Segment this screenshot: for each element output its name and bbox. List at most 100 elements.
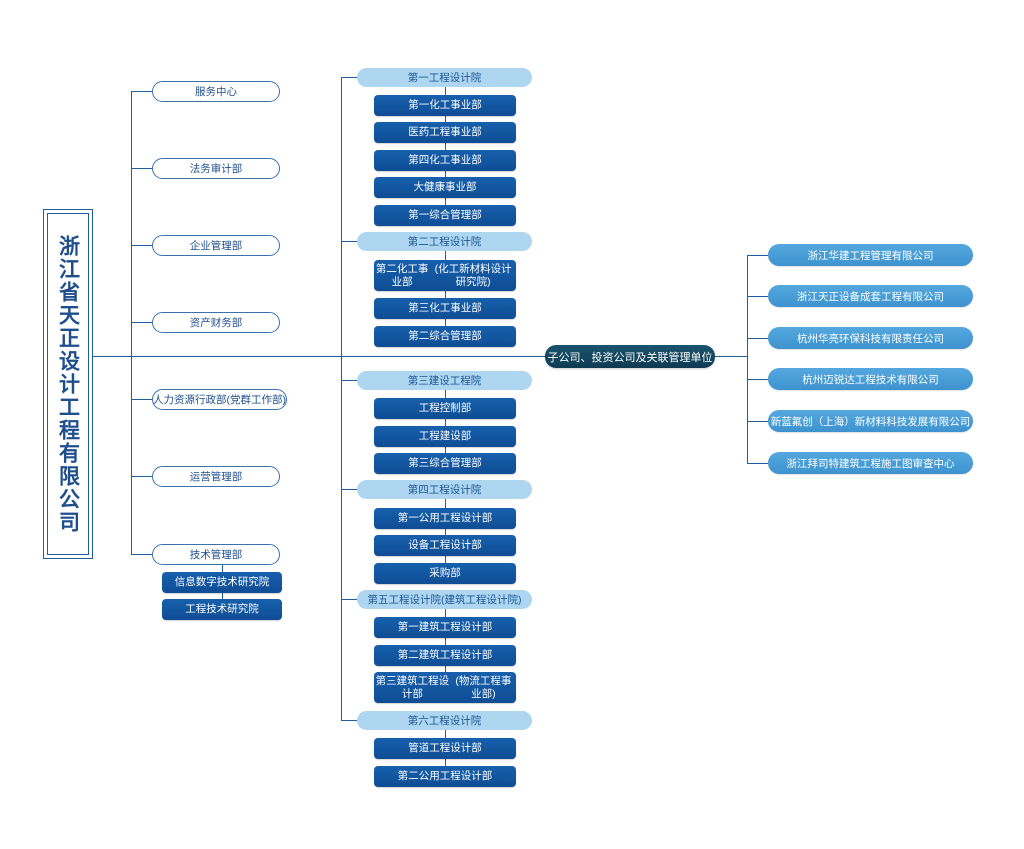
subsidiary-company-box[interactable]: 浙江天正设备成套工程有限公司 xyxy=(768,285,973,307)
division-child-box[interactable]: 医药工程事业部 xyxy=(374,122,516,143)
left-stub-1 xyxy=(131,168,152,169)
middle-stub-4 xyxy=(341,599,357,600)
left-institute-link-0 xyxy=(222,565,223,572)
division-header-box[interactable]: 第五工程设计院(建筑工程设计院) xyxy=(357,590,532,609)
left-department-box[interactable]: 运营管理部 xyxy=(152,466,280,487)
box-label: 浙江天正设备成套工程有限公司 xyxy=(797,290,944,303)
left-stub-4 xyxy=(131,399,152,400)
division-child-box[interactable]: 第二化工事业部(化工新材料设计研究院) xyxy=(374,260,516,291)
box-label: 运营管理部 xyxy=(189,471,243,483)
division-child-box[interactable]: 第一建筑工程设计部 xyxy=(374,617,516,638)
box-label: 企业管理部 xyxy=(189,240,243,252)
box-line: 第三建筑工程设计部 xyxy=(375,674,450,700)
box-label: 第二建筑工程设计部 xyxy=(397,649,493,662)
box-label: 杭州华亮环保科技有限责任公司 xyxy=(797,332,944,345)
box-label: 资产财务部 xyxy=(189,317,243,329)
left-department-box[interactable]: 企业管理部 xyxy=(152,235,280,256)
subsidiary-company-box[interactable]: 杭州迈锐达工程技术有限公司 xyxy=(768,368,973,390)
box-line: (化工新材料设计研究院) xyxy=(434,262,512,288)
box-line: (物流工程事业部) xyxy=(455,674,512,700)
division-child-box[interactable]: 第一化工事业部 xyxy=(374,95,516,116)
left-department-box[interactable]: 法务审计部 xyxy=(152,158,280,179)
left-stub-2 xyxy=(131,245,152,246)
box-label: 第三化工事业部 xyxy=(408,302,482,315)
left-stub-5 xyxy=(131,476,152,477)
box-label: 设备工程设计部 xyxy=(408,539,482,552)
box-label: 工程建设部 xyxy=(418,430,472,443)
box-label: 法务审计部 xyxy=(189,163,243,175)
right-stub-5 xyxy=(747,463,768,464)
division-child-box[interactable]: 第二综合管理部 xyxy=(374,326,516,347)
left-department-box[interactable]: 资产财务部 xyxy=(152,312,280,333)
left-trunk-vertical xyxy=(131,91,132,555)
division-child-box[interactable]: 工程建设部 xyxy=(374,426,516,447)
left-department-box[interactable]: 服务中心 xyxy=(152,81,280,102)
right-trunk-vertical xyxy=(747,255,748,463)
box-label: 第二工程设计院 xyxy=(407,236,482,248)
left-stub-3 xyxy=(131,322,152,323)
right-stub-0 xyxy=(747,255,768,256)
division-child-box[interactable]: 第一公用工程设计部 xyxy=(374,508,516,529)
division-header-box[interactable]: 第三建设工程院 xyxy=(357,371,532,390)
subsidiary-company-box[interactable]: 浙江拜司特建筑工程施工图审查中心 xyxy=(768,452,973,474)
box-label: 技术管理部 xyxy=(189,549,243,561)
box-label: 杭州迈锐达工程技术有限公司 xyxy=(802,373,939,386)
division-child-box[interactable]: 第二建筑工程设计部 xyxy=(374,645,516,666)
root-company-title: 浙江省天正设计工程有限公司 xyxy=(56,234,80,534)
division-header-box[interactable]: 第二工程设计院 xyxy=(357,232,532,251)
middle-child-link-0-0 xyxy=(445,87,446,95)
division-child-box[interactable]: 第三建筑工程设计部(物流工程事业部) xyxy=(374,672,516,703)
left-institute-box[interactable]: 信息数字技术研究院 xyxy=(162,572,282,593)
left-institute-box[interactable]: 工程技术研究院 xyxy=(162,599,282,620)
middle-child-link-4-0 xyxy=(445,609,446,617)
spine-main-horizontal xyxy=(92,356,545,357)
left-department-box[interactable]: 人力资源行政部(党群工作部) xyxy=(152,389,287,410)
subsidiary-company-box[interactable]: 浙江华建工程管理有限公司 xyxy=(768,244,973,266)
subsidiary-company-box[interactable]: 杭州华亮环保科技有限责任公司 xyxy=(768,327,973,349)
box-label: 人力资源行政部(党群工作部) xyxy=(153,394,286,406)
box-label: 信息数字技术研究院 xyxy=(174,576,270,589)
box-line: 第二化工事业部 xyxy=(375,262,429,288)
box-label: 第一工程设计院 xyxy=(407,72,482,84)
middle-child-link-0-3 xyxy=(445,171,446,177)
division-child-box[interactable]: 第三综合管理部 xyxy=(374,453,516,474)
middle-child-link-4-1 xyxy=(445,638,446,645)
hub-to-right-connector xyxy=(715,356,748,357)
subsidiary-company-box[interactable]: 新蓝氟创（上海）新材料科技发展有限公司 xyxy=(768,410,973,432)
box-label: 医药工程事业部 xyxy=(408,126,482,139)
division-child-box[interactable]: 第二公用工程设计部 xyxy=(374,766,516,787)
division-child-box[interactable]: 工程控制部 xyxy=(374,398,516,419)
hub-node[interactable]: 子公司、投资公司及关联管理单位 xyxy=(545,345,715,368)
division-header-box[interactable]: 第一工程设计院 xyxy=(357,68,532,87)
middle-child-link-3-2 xyxy=(445,556,446,563)
middle-child-link-3-1 xyxy=(445,529,446,535)
division-child-box[interactable]: 第一综合管理部 xyxy=(374,205,516,226)
middle-trunk-vertical xyxy=(341,77,342,721)
division-child-box[interactable]: 采购部 xyxy=(374,563,516,584)
box-label: 第一公用工程设计部 xyxy=(397,512,493,525)
middle-child-link-1-2 xyxy=(445,319,446,326)
box-label: 第一综合管理部 xyxy=(408,209,482,222)
division-header-box[interactable]: 第四工程设计院 xyxy=(357,480,532,499)
left-institute-link-1 xyxy=(222,593,223,599)
middle-child-link-4-2 xyxy=(445,666,446,672)
middle-child-link-0-2 xyxy=(445,143,446,150)
division-child-box[interactable]: 大健康事业部 xyxy=(374,177,516,198)
hub-label: 子公司、投资公司及关联管理单位 xyxy=(547,351,713,364)
right-stub-3 xyxy=(747,379,768,380)
division-child-box[interactable]: 第三化工事业部 xyxy=(374,298,516,319)
box-label: 第六工程设计院 xyxy=(407,715,482,727)
division-child-box[interactable]: 第四化工事业部 xyxy=(374,150,516,171)
division-header-box[interactable]: 第六工程设计院 xyxy=(357,711,532,730)
left-stub-0 xyxy=(131,91,152,92)
box-label: 浙江华建工程管理有限公司 xyxy=(807,249,934,262)
box-label: 第五工程设计院(建筑工程设计院) xyxy=(367,594,522,606)
left-department-box[interactable]: 技术管理部 xyxy=(152,544,280,565)
division-child-box[interactable]: 设备工程设计部 xyxy=(374,535,516,556)
middle-stub-3 xyxy=(341,489,357,490)
division-child-box[interactable]: 管道工程设计部 xyxy=(374,738,516,759)
box-label: 第四工程设计院 xyxy=(407,484,482,496)
box-label: 大健康事业部 xyxy=(413,181,477,194)
box-label: 第三建设工程院 xyxy=(407,375,482,387)
